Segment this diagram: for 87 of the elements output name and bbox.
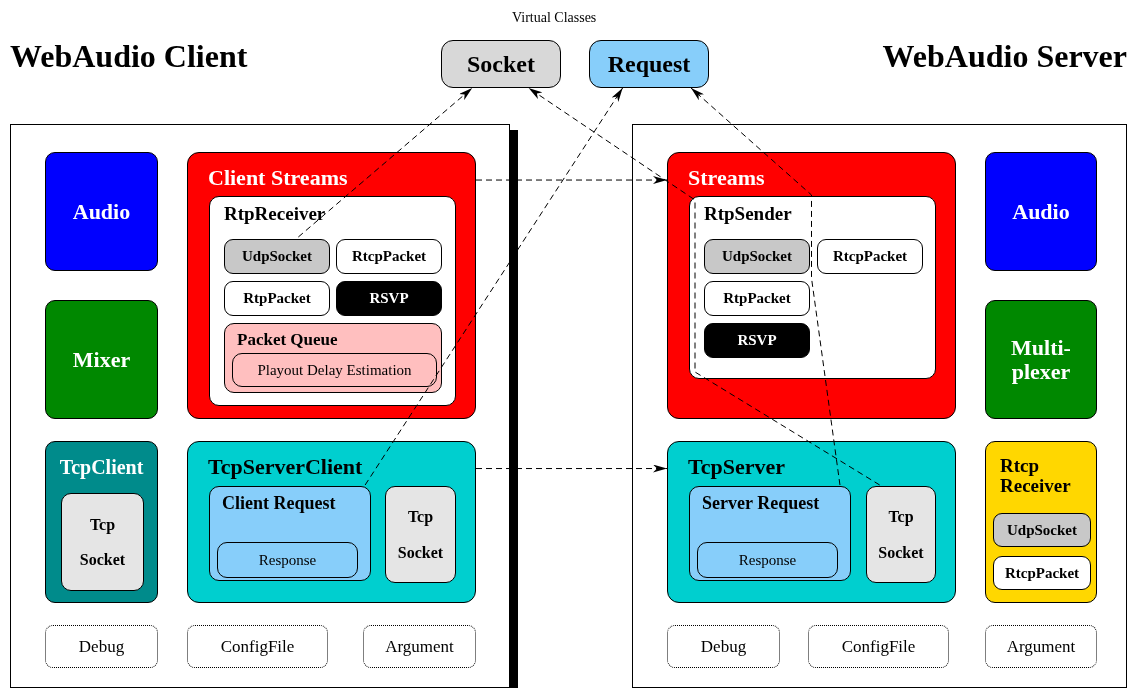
dashed-arrow [475, 176, 668, 185]
class-box [209, 486, 371, 581]
module-box [187, 441, 476, 603]
box-heading: Packet Queue [237, 330, 338, 350]
class-box [224, 239, 330, 274]
panel-heading: WebAudio Client [10, 38, 248, 75]
box-label: RtcpPacket [832, 248, 908, 265]
box-label: Argument [385, 636, 454, 657]
class-box [704, 323, 810, 358]
box-heading: Client Request [222, 493, 336, 514]
class-box [336, 239, 442, 274]
class-box [217, 542, 358, 578]
utility-box [985, 625, 1097, 668]
class-box [224, 281, 330, 316]
module-box [985, 441, 1097, 603]
box-heading: Streams [688, 165, 765, 191]
box-label: RtpPacket [243, 290, 311, 307]
box-label: Multi- plexer [1010, 336, 1072, 383]
box-label: RtcpPacket [351, 248, 427, 265]
class-box [336, 281, 442, 316]
box-label: Tcp Socket [78, 514, 127, 570]
module-box [985, 152, 1097, 271]
module-box [667, 441, 956, 603]
box-label: RtpPacket [723, 290, 791, 307]
box-label: UdpSocket [1007, 521, 1077, 539]
box-label: Socket [467, 50, 535, 78]
box-label: Response [258, 551, 317, 569]
box-label: UdpSocket [242, 248, 312, 265]
box-heading: TcpClient [58, 456, 145, 479]
class-box [224, 323, 442, 393]
box-heading: Rtcp Receiver [1000, 456, 1070, 496]
box-label: Mixer [72, 346, 131, 373]
box-label: RSVP [369, 290, 409, 307]
class-box [993, 556, 1091, 590]
dashed-arrow [690, 87, 841, 486]
box-heading: RtpReceiver [224, 203, 326, 225]
box-label: Debug [78, 636, 125, 657]
module-box [45, 152, 158, 271]
box-label: Playout Delay Estimation [257, 361, 412, 379]
box-label: Tcp Socket [396, 507, 445, 563]
box-label: UdpSocket [722, 248, 792, 265]
box-label: Response [738, 551, 797, 569]
box-label: Argument [1006, 636, 1076, 657]
class-box [209, 196, 456, 406]
box-label: Audio [72, 198, 131, 225]
module-box [45, 300, 158, 419]
dashed-arrow [297, 87, 473, 238]
box-heading: Server Request [702, 493, 820, 514]
module-box [985, 300, 1097, 419]
class-box [817, 239, 923, 274]
dashed-arrow [364, 87, 624, 486]
utility-box [667, 625, 780, 668]
box-label: RtcpPacket [1004, 564, 1080, 582]
group-caption: Virtual Classes [512, 10, 597, 26]
class-box [232, 353, 437, 387]
box-label: Audio [1012, 198, 1070, 225]
class-box [704, 239, 810, 274]
box-heading: Client Streams [208, 165, 348, 191]
module-box [187, 152, 476, 419]
class-box [61, 493, 144, 591]
class-box [385, 486, 456, 583]
box-label: Tcp Socket [877, 507, 925, 563]
class-box [441, 40, 561, 88]
panel-heading: WebAudio Server [882, 38, 1127, 75]
box-heading: RtpSender [704, 203, 792, 225]
box-label: ConfigFile [841, 636, 916, 657]
box-heading: TcpServerClient [208, 454, 363, 480]
class-box [689, 486, 851, 581]
dashed-arrow [475, 464, 668, 473]
utility-box [45, 625, 158, 668]
utility-box [363, 625, 476, 668]
class-box [689, 196, 936, 379]
class-box [993, 513, 1091, 547]
module-box [667, 152, 956, 419]
class-box [589, 40, 709, 88]
box-label: ConfigFile [220, 636, 295, 657]
dashed-arrow [528, 87, 881, 486]
box-label: Request [607, 50, 691, 78]
box-label: RSVP [737, 332, 777, 349]
utility-box [187, 625, 328, 668]
class-box [697, 542, 838, 578]
class-box [866, 486, 936, 583]
class-box [704, 281, 810, 316]
utility-box [808, 625, 949, 668]
box-heading: TcpServer [688, 454, 785, 480]
module-box [45, 441, 158, 603]
box-label: Debug [700, 636, 747, 657]
